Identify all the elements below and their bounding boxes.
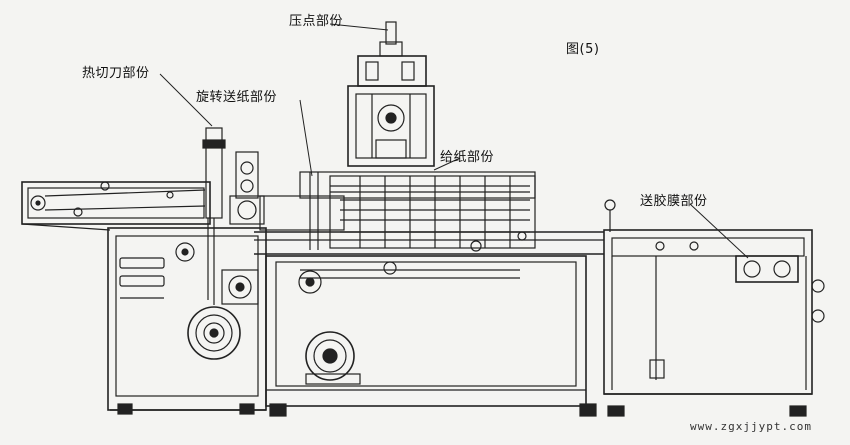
label-paper-supply: 给纸部份 (440, 150, 495, 165)
left-base-frame (107, 227, 267, 415)
label-press-point: 压点部份 (289, 14, 344, 29)
watermark: www.zgxjjypt.com (690, 420, 812, 433)
figure-caption: 图(5) (566, 42, 600, 57)
press-point-tower (347, 21, 435, 167)
leader-lines (159, 23, 749, 259)
label-hot-cutter: 热切刀部份 (82, 66, 150, 81)
hot-cutter-assembly (202, 127, 265, 305)
label-tape-feed: 送胶膜部份 (640, 194, 708, 209)
rotary-paper-feed (259, 171, 536, 250)
center-frame (254, 231, 604, 417)
label-rotary-paper-feed: 旋转送纸部份 (196, 90, 278, 105)
left-conveyor (21, 181, 211, 231)
right-table (603, 199, 825, 417)
